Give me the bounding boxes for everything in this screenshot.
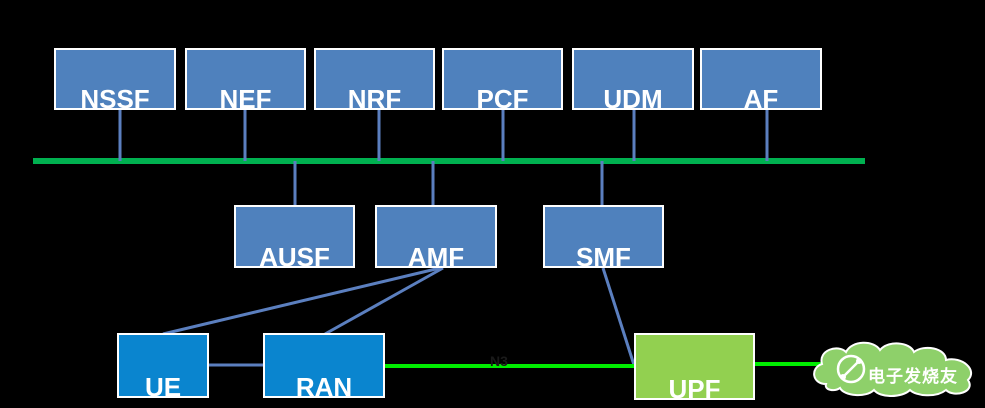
node-upf-label: UPF xyxy=(668,374,721,400)
node-ausf-label: AUSF xyxy=(259,242,330,268)
node-ue-label: UE xyxy=(144,372,182,398)
node-nef: NEF xyxy=(185,48,306,110)
node-nef-label: NEF xyxy=(219,84,272,110)
node-ran: RAN xyxy=(263,333,385,398)
node-af-label: AF xyxy=(743,84,779,110)
node-smf: SMF xyxy=(543,205,664,268)
node-udm: UDM xyxy=(572,48,694,110)
node-pcf: PCF xyxy=(442,48,563,110)
node-udm-label: UDM xyxy=(603,84,663,110)
node-smf-label: SMF xyxy=(576,242,631,268)
node-ue: UE xyxy=(117,333,209,398)
node-upf: UPF xyxy=(634,333,755,400)
link-ue-amf xyxy=(162,266,441,336)
node-nrf-label: NRF xyxy=(347,84,402,110)
node-ran-label: RAN xyxy=(295,372,353,398)
node-nrf: NRF xyxy=(314,48,435,110)
node-ausf: AUSF xyxy=(234,205,355,268)
watermark-text: 电子发烧友 xyxy=(868,367,958,387)
watermark-icon xyxy=(836,354,866,384)
node-nssf: NSSF xyxy=(54,48,176,110)
node-pcf-label: PCF xyxy=(476,84,529,110)
label-n3: N3 xyxy=(490,353,508,369)
node-amf: AMF xyxy=(375,205,497,268)
watermark-logo xyxy=(813,341,973,397)
node-nssf-label: NSSF xyxy=(80,84,150,110)
node-amf-label: AMF xyxy=(407,242,465,268)
link-smf-upf xyxy=(601,267,636,366)
link-ran-amf xyxy=(324,266,444,336)
node-af: AF xyxy=(700,48,822,110)
